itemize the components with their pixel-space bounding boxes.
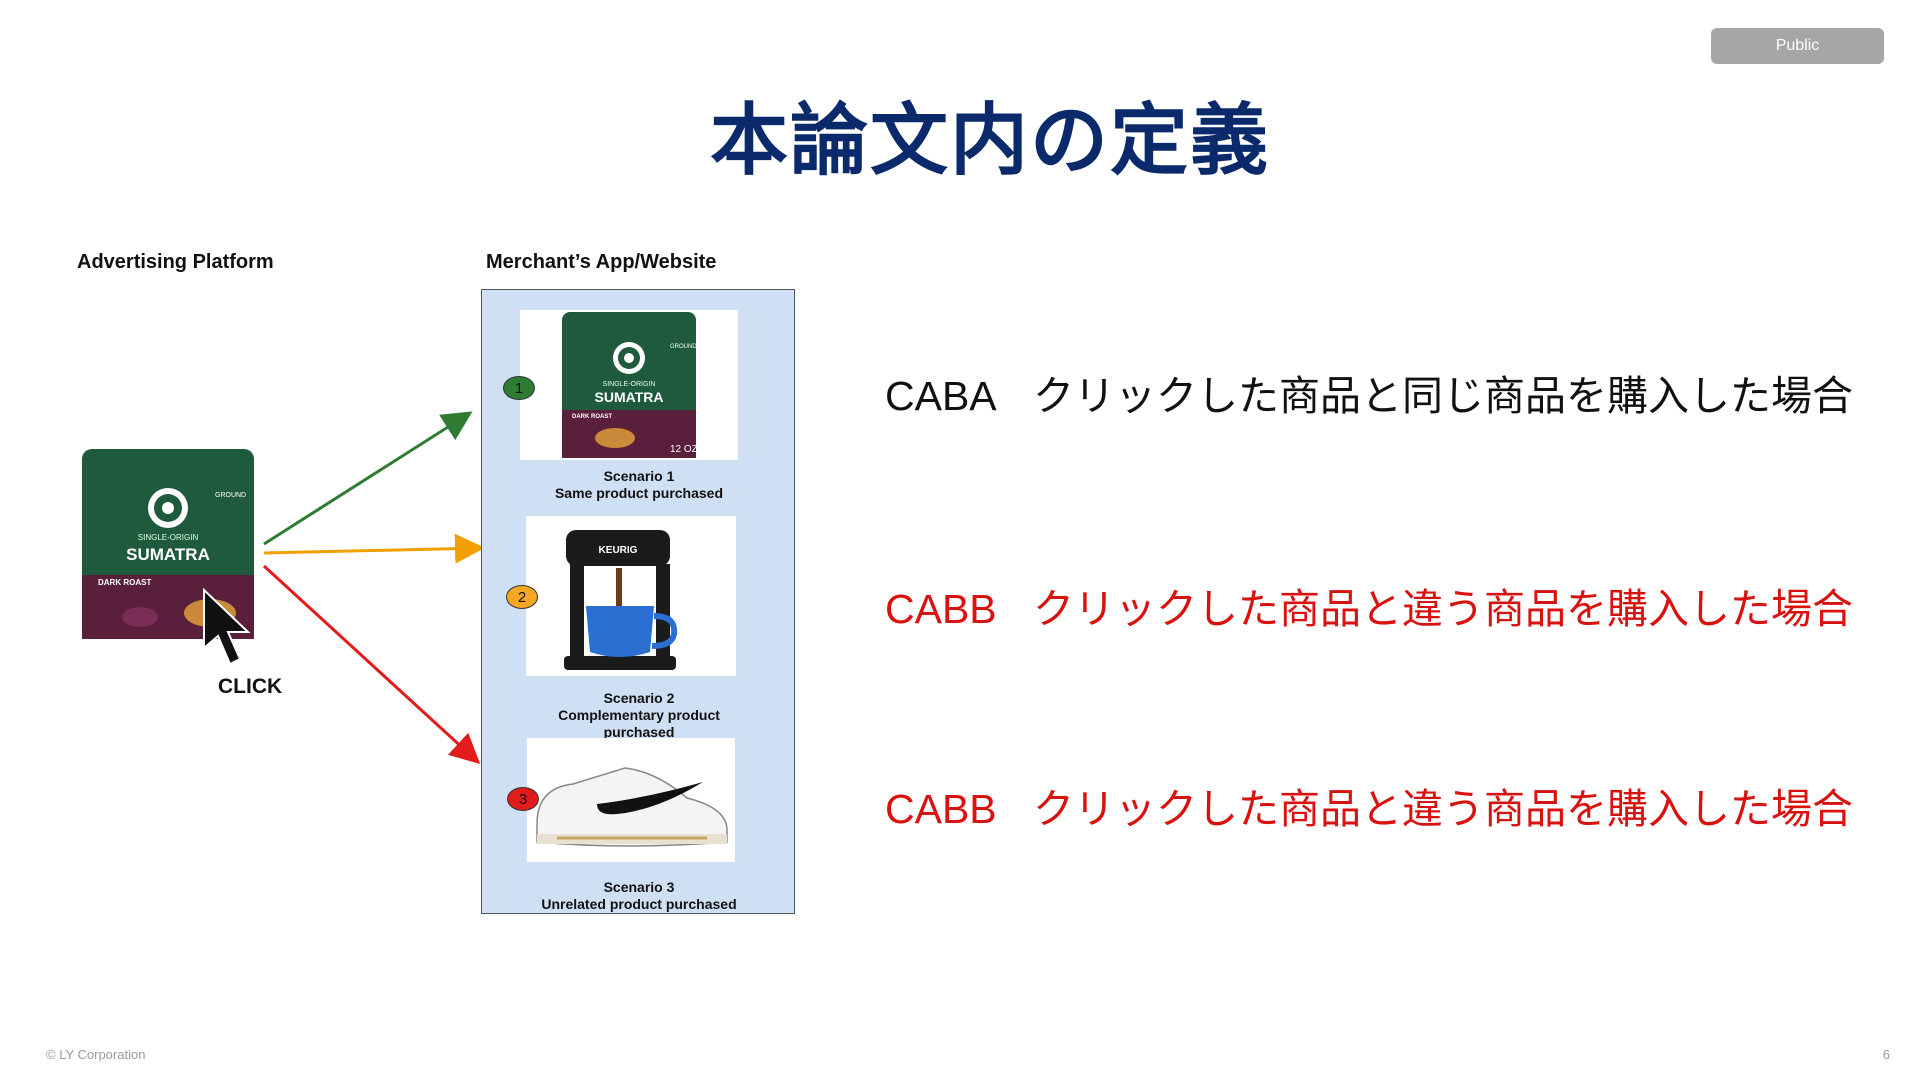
- bag-type-text: GROUND: [215, 492, 246, 499]
- page-title: 本論文内の定義: [709, 96, 1270, 186]
- scenario-2-caption: Scenario 2 Complementary product purchas…: [482, 690, 796, 741]
- scenario-2-title: Scenario 2: [603, 690, 675, 706]
- product-bag-type-text: GROUND: [670, 344, 697, 350]
- scenario-1-title: Scenario 1: [603, 468, 675, 484]
- cursor-icon: [203, 588, 251, 666]
- bag-origin-text: SINGLE-ORIGIN: [138, 533, 199, 542]
- product-bag-roast-text: DARK ROAST: [572, 414, 612, 420]
- merchant-header: Merchant’s App/Website: [486, 251, 717, 273]
- click-label: CLICK: [218, 675, 283, 698]
- sneaker-product: [536, 767, 728, 847]
- scenario-2-number: 2: [506, 585, 538, 609]
- product-bag-origin-text: SINGLE-ORIGIN: [603, 381, 656, 388]
- machine-brand-text: KEURIG: [599, 545, 638, 556]
- definition-cabb-2-code: CABB: [885, 786, 997, 832]
- arrow-unrelated-product: [262, 564, 481, 765]
- definition-cabb-2: CABB クリックした商品と違う商品を購入した場合: [885, 775, 1853, 835]
- public-badge: Public: [1711, 28, 1884, 64]
- scenario-2-description-2: purchased: [603, 724, 675, 740]
- definition-cabb-2-text: クリックした商品と違う商品を購入した場合: [1033, 785, 1853, 833]
- product-bag-size-text: 12 OZ: [670, 444, 698, 455]
- coffee-bag-ad: GROUND SINGLE-ORIGIN SUMATRA DARK ROAST: [82, 449, 254, 639]
- definition-cabb-1: CABB クリックした商品と違う商品を購入した場合: [885, 575, 1853, 635]
- scenario-3-title: Scenario 3: [603, 879, 675, 895]
- bag-name-text: SUMATRA: [126, 545, 210, 564]
- arrow-same-product: [263, 411, 473, 546]
- scenario-1-description: Same product purchased: [554, 485, 724, 501]
- page-number: 6: [1882, 1047, 1890, 1062]
- definition-caba-code: CABA: [885, 373, 997, 419]
- bag-roast-text: DARK ROAST: [98, 578, 151, 587]
- scenario-3-caption: Scenario 3 Unrelated product purchased: [482, 879, 796, 913]
- definition-cabb-1-code: CABB: [885, 586, 997, 632]
- product-bag-name-text: SUMATRA: [595, 389, 664, 405]
- scenario-1-product-image: GROUND SINGLE-ORIGIN SUMATRA DARK ROAST …: [520, 310, 738, 460]
- merchant-panel: GROUND SINGLE-ORIGIN SUMATRA DARK ROAST …: [481, 289, 795, 914]
- advertising-platform-header: Advertising Platform: [77, 251, 274, 273]
- footer-copyright: © LY Corporation: [46, 1047, 146, 1062]
- scenario-3-description: Unrelated product purchased: [541, 896, 737, 912]
- definition-caba: CABA クリックした商品と同じ商品を購入した場合: [885, 362, 1853, 422]
- arrow-complementary-product: [263, 533, 485, 564]
- scenario-2-product-image: KEURIG: [526, 516, 736, 676]
- scenario-2-description: Complementary product: [558, 707, 720, 723]
- coffee-bag-product: GROUND SINGLE-ORIGIN SUMATRA DARK ROAST …: [562, 312, 698, 458]
- definition-caba-text: クリックした商品と同じ商品を購入した場合: [1033, 372, 1853, 420]
- scenario-1-number: 1: [503, 376, 535, 400]
- coffee-machine-product: KEURIG: [564, 530, 678, 670]
- scenario-1-caption: Scenario 1 Same product purchased: [482, 468, 796, 502]
- scenario-3-number: 3: [507, 787, 539, 811]
- definition-cabb-1-text: クリックした商品と違う商品を購入した場合: [1033, 585, 1853, 633]
- scenario-3-product-image: [527, 738, 735, 862]
